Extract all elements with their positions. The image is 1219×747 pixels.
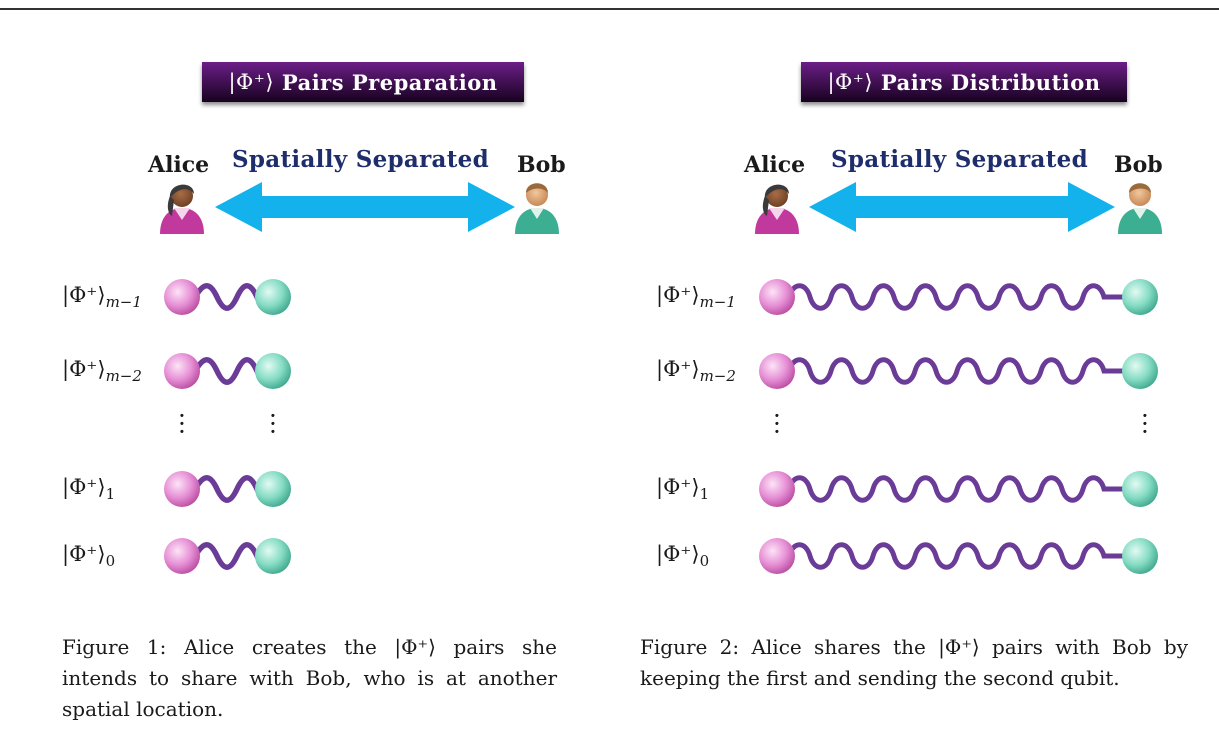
vertical-ellipsis: ··· bbox=[1141, 402, 1149, 446]
bob-qubit bbox=[255, 279, 291, 315]
row-label: |Φ⁺⟩1 bbox=[656, 475, 710, 504]
entanglement-wave bbox=[786, 283, 1133, 311]
bob-qubit bbox=[1122, 279, 1158, 315]
alice-avatar bbox=[160, 184, 204, 234]
figure1-title: |Φ⁺⟩ Pairs Preparation bbox=[202, 62, 524, 102]
entanglement-wave bbox=[786, 357, 1133, 385]
pair-row-0 bbox=[759, 279, 1158, 315]
row-label: |Φ⁺⟩m−1 bbox=[656, 283, 736, 312]
title-text: Pairs Distribution bbox=[880, 69, 1101, 95]
title-text: Pairs Preparation bbox=[281, 69, 498, 95]
figure1-caption: Figure 1: Alice creates the |Φ⁺⟩ pairs s… bbox=[62, 635, 557, 721]
title-ket: |Φ⁺⟩ bbox=[827, 70, 874, 94]
pair-row-3 bbox=[759, 538, 1158, 574]
figure2-caption: Figure 2: Alice shares the |Φ⁺⟩ pairs wi… bbox=[640, 635, 1188, 690]
bob-avatar bbox=[515, 183, 559, 234]
row-label: |Φ⁺⟩0 bbox=[62, 542, 116, 571]
pair-row-3 bbox=[164, 538, 291, 574]
entanglement-wave bbox=[786, 542, 1133, 570]
title-ket: |Φ⁺⟩ bbox=[228, 70, 275, 94]
entanglement-wave bbox=[786, 475, 1133, 503]
bob-qubit bbox=[255, 353, 291, 389]
pair-row-2 bbox=[759, 471, 1158, 507]
alice-qubit bbox=[164, 538, 200, 574]
row-label: |Φ⁺⟩m−1 bbox=[62, 283, 142, 312]
figure2-title: |Φ⁺⟩ Pairs Distribution bbox=[801, 62, 1127, 102]
pair-row-1 bbox=[759, 353, 1158, 389]
separation-arrow bbox=[215, 182, 515, 232]
pair-row-1 bbox=[164, 353, 291, 389]
pair-row-0 bbox=[164, 279, 291, 315]
row-label: |Φ⁺⟩m−2 bbox=[62, 357, 142, 386]
alice-label: Alice bbox=[744, 152, 806, 178]
alice-qubit bbox=[164, 471, 200, 507]
bob-avatar bbox=[1118, 183, 1162, 234]
figure1-art bbox=[160, 182, 559, 574]
bob-qubit bbox=[1122, 353, 1158, 389]
alice-qubit bbox=[759, 471, 795, 507]
alice-qubit bbox=[164, 353, 200, 389]
separation-arrow bbox=[809, 182, 1115, 232]
entanglement-wave bbox=[192, 542, 268, 570]
alice-qubit bbox=[164, 279, 200, 315]
vertical-ellipsis: ··· bbox=[178, 402, 186, 446]
alice-label: Alice bbox=[148, 152, 210, 178]
vertical-ellipsis: ··· bbox=[269, 402, 277, 446]
figure2-art bbox=[755, 182, 1162, 574]
vertical-ellipsis: ··· bbox=[773, 402, 781, 446]
alice-qubit bbox=[759, 538, 795, 574]
bob-qubit bbox=[255, 538, 291, 574]
pair-row-2 bbox=[164, 471, 291, 507]
top-rule bbox=[0, 8, 1219, 10]
entanglement-wave bbox=[192, 283, 268, 311]
figure1-panel: |Φ⁺⟩ Pairs Preparation Alice Spatially S… bbox=[0, 0, 609, 747]
entanglement-wave bbox=[192, 357, 268, 385]
bob-qubit bbox=[1122, 471, 1158, 507]
row-label: |Φ⁺⟩0 bbox=[656, 542, 710, 571]
alice-qubit bbox=[759, 353, 795, 389]
bob-qubit bbox=[1122, 538, 1158, 574]
entanglement-wave bbox=[192, 475, 268, 503]
bob-label: Bob bbox=[1114, 152, 1163, 178]
row-label: |Φ⁺⟩m−2 bbox=[656, 357, 736, 386]
bob-qubit bbox=[255, 471, 291, 507]
alice-avatar bbox=[755, 184, 799, 234]
bob-label: Bob bbox=[517, 152, 566, 178]
figure2-panel: |Φ⁺⟩ Pairs Distribution Alice Spatially … bbox=[609, 0, 1218, 747]
separation-label: Spatially Separated bbox=[232, 146, 489, 173]
distributed-pairs bbox=[759, 279, 1158, 574]
alice-qubit bbox=[759, 279, 795, 315]
row-label: |Φ⁺⟩1 bbox=[62, 475, 116, 504]
separation-label: Spatially Separated bbox=[831, 146, 1088, 173]
